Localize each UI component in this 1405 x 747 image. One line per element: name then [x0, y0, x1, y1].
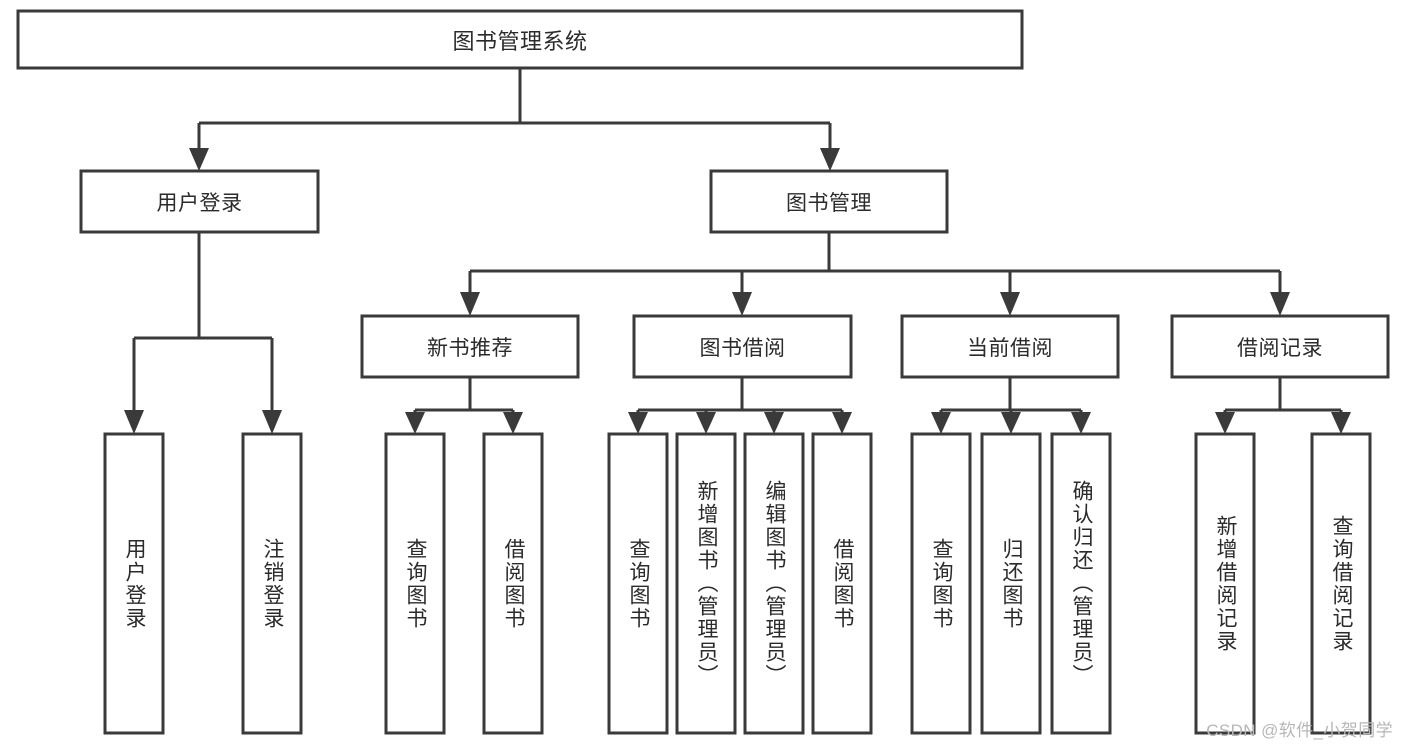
node-box-borrow-record[interactable] [1170, 314, 1390, 379]
arrow-head-icon [832, 412, 852, 434]
node-box-current-borrow[interactable] [900, 314, 1120, 379]
arrow-head-icon [124, 410, 144, 434]
arrow-head-icon [1215, 412, 1235, 434]
arrow-head-icon [628, 412, 648, 434]
connector-user-login-to-leaves [124, 232, 282, 434]
arrow-head-icon [732, 292, 752, 316]
arrow-head-icon [1331, 412, 1351, 434]
arrow-head-icon [764, 412, 784, 434]
node-box-leaf-book-borrow-3[interactable] [811, 432, 873, 735]
arrow-head-icon [405, 412, 425, 434]
arrow-head-icon [262, 410, 282, 434]
connector-current-borrow-to-leaves [931, 377, 1091, 434]
node-box-leaf-new-book-0[interactable] [384, 432, 446, 735]
arrow-head-icon [1270, 292, 1290, 316]
arrow-head-icon [820, 148, 840, 171]
connector-root-to-level1 [189, 68, 840, 171]
arrow-head-icon [1000, 292, 1020, 316]
arrow-head-icon [1001, 412, 1021, 434]
arrow-head-icon [1071, 412, 1091, 434]
node-box-new-book-recommend[interactable] [360, 314, 580, 379]
arrow-head-icon [696, 412, 716, 434]
node-box-leaf-book-borrow-0[interactable] [607, 432, 669, 735]
arrow-head-icon [931, 412, 951, 434]
node-box-leaf-user-login-1[interactable] [241, 432, 303, 735]
node-box-leaf-borrow-record-0[interactable] [1194, 432, 1256, 735]
arrow-head-icon [460, 292, 480, 316]
node-box-leaf-new-book-1[interactable] [482, 432, 544, 735]
connector-new-book-to-leaves [405, 377, 523, 434]
connector-book-borrow-to-leaves [628, 377, 852, 434]
node-box-leaf-current-borrow-2[interactable] [1050, 432, 1112, 735]
node-box-leaf-current-borrow-1[interactable] [980, 432, 1042, 735]
node-box-book-management[interactable] [709, 169, 949, 234]
node-box-leaf-current-borrow-0[interactable] [910, 432, 972, 735]
node-box-leaf-user-login-0[interactable] [103, 432, 165, 735]
node-box-user-login[interactable] [79, 169, 320, 234]
node-box-leaf-book-borrow-2[interactable] [743, 432, 805, 735]
node-box-leaf-borrow-record-1[interactable] [1310, 432, 1372, 735]
watermark-text: CSDN @软件_小贺同学 [1206, 721, 1393, 740]
arrow-head-icon [503, 412, 523, 434]
node-box-root[interactable] [16, 9, 1024, 70]
node-box-book-borrow[interactable] [632, 314, 853, 379]
connector-book-management-to-level2 [460, 232, 1290, 316]
node-box-leaf-book-borrow-1[interactable] [675, 432, 737, 735]
connector-borrow-record-to-leaves [1215, 377, 1351, 434]
arrow-head-icon [189, 148, 209, 171]
